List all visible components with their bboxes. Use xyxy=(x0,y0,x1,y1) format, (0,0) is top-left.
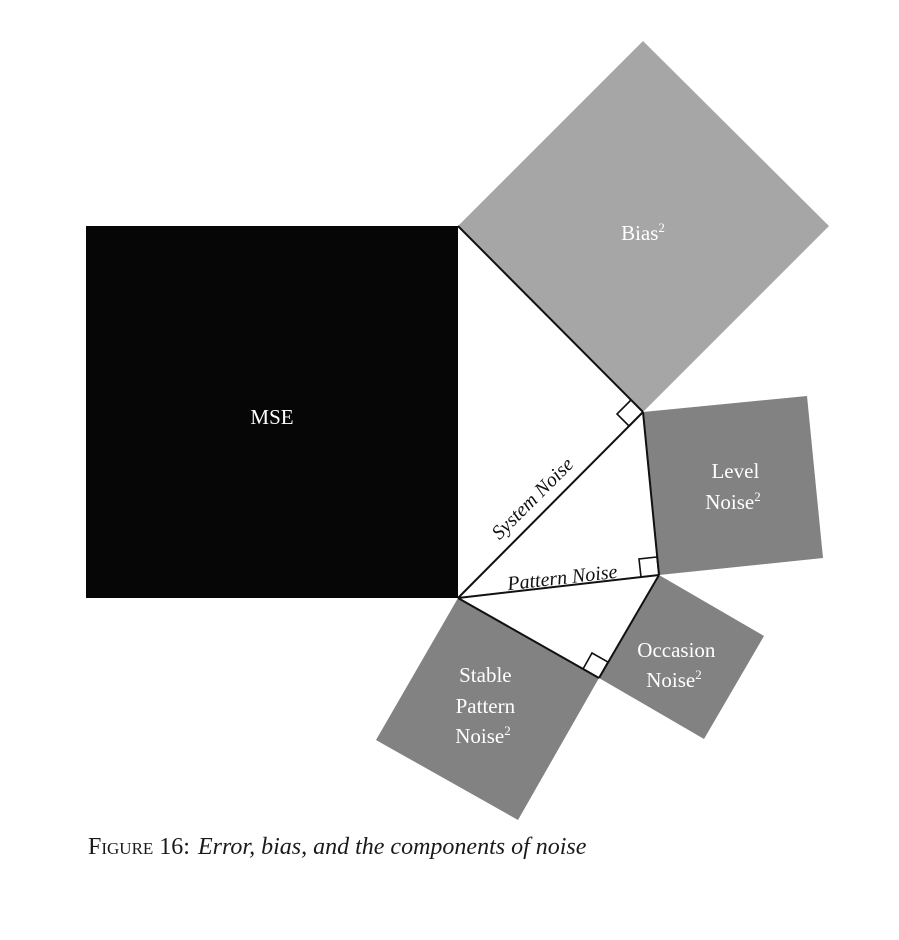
mse-label: MSE xyxy=(250,405,293,429)
right-angle-marker-middle xyxy=(638,556,660,578)
figure-caption: Figure 16: Error, bias, and the component… xyxy=(88,834,586,861)
level-noise-label: Level Noise2 xyxy=(705,459,764,514)
bias-label: Bias2 xyxy=(621,220,665,245)
triangle-edges xyxy=(457,225,660,679)
occasion-noise-edge xyxy=(598,574,660,679)
mse-square xyxy=(86,226,458,598)
occasion-noise-squared-square xyxy=(599,575,764,739)
stable-pattern-noise-squared-square xyxy=(376,598,599,820)
figure-caption-text: Error, bias, and the components of noise xyxy=(197,834,587,860)
system-noise-label: System Noise xyxy=(487,453,578,544)
bias-edge xyxy=(457,225,644,413)
stable-pattern-edge xyxy=(457,597,600,679)
right-angle-markers xyxy=(582,399,660,679)
figure-label: Figure 16: xyxy=(88,834,190,860)
pattern-noise-edge xyxy=(457,574,660,599)
right-angle-marker-top xyxy=(615,399,644,428)
level-noise-squared-square xyxy=(643,396,823,575)
right-angle-marker-bottom xyxy=(582,651,610,679)
system-noise-edge xyxy=(457,411,644,599)
pattern-noise-label: Pattern Noise xyxy=(505,561,618,596)
level-noise-edge xyxy=(642,411,660,576)
occasion-noise-label: Occasion Noise2 xyxy=(637,638,720,692)
stable-pattern-noise-label: Stable Pattern Noise2 xyxy=(455,663,520,748)
